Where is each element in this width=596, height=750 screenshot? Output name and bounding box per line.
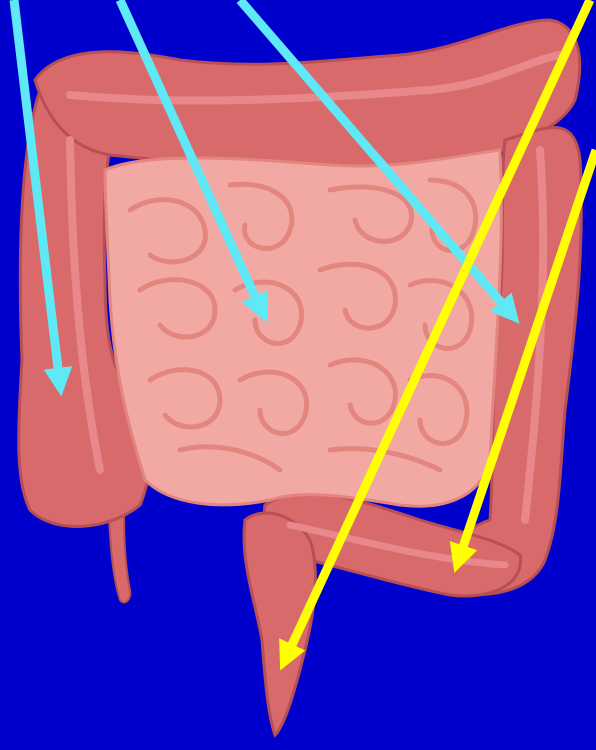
intestine-diagram: [0, 0, 596, 750]
diagram-canvas: [0, 0, 596, 750]
